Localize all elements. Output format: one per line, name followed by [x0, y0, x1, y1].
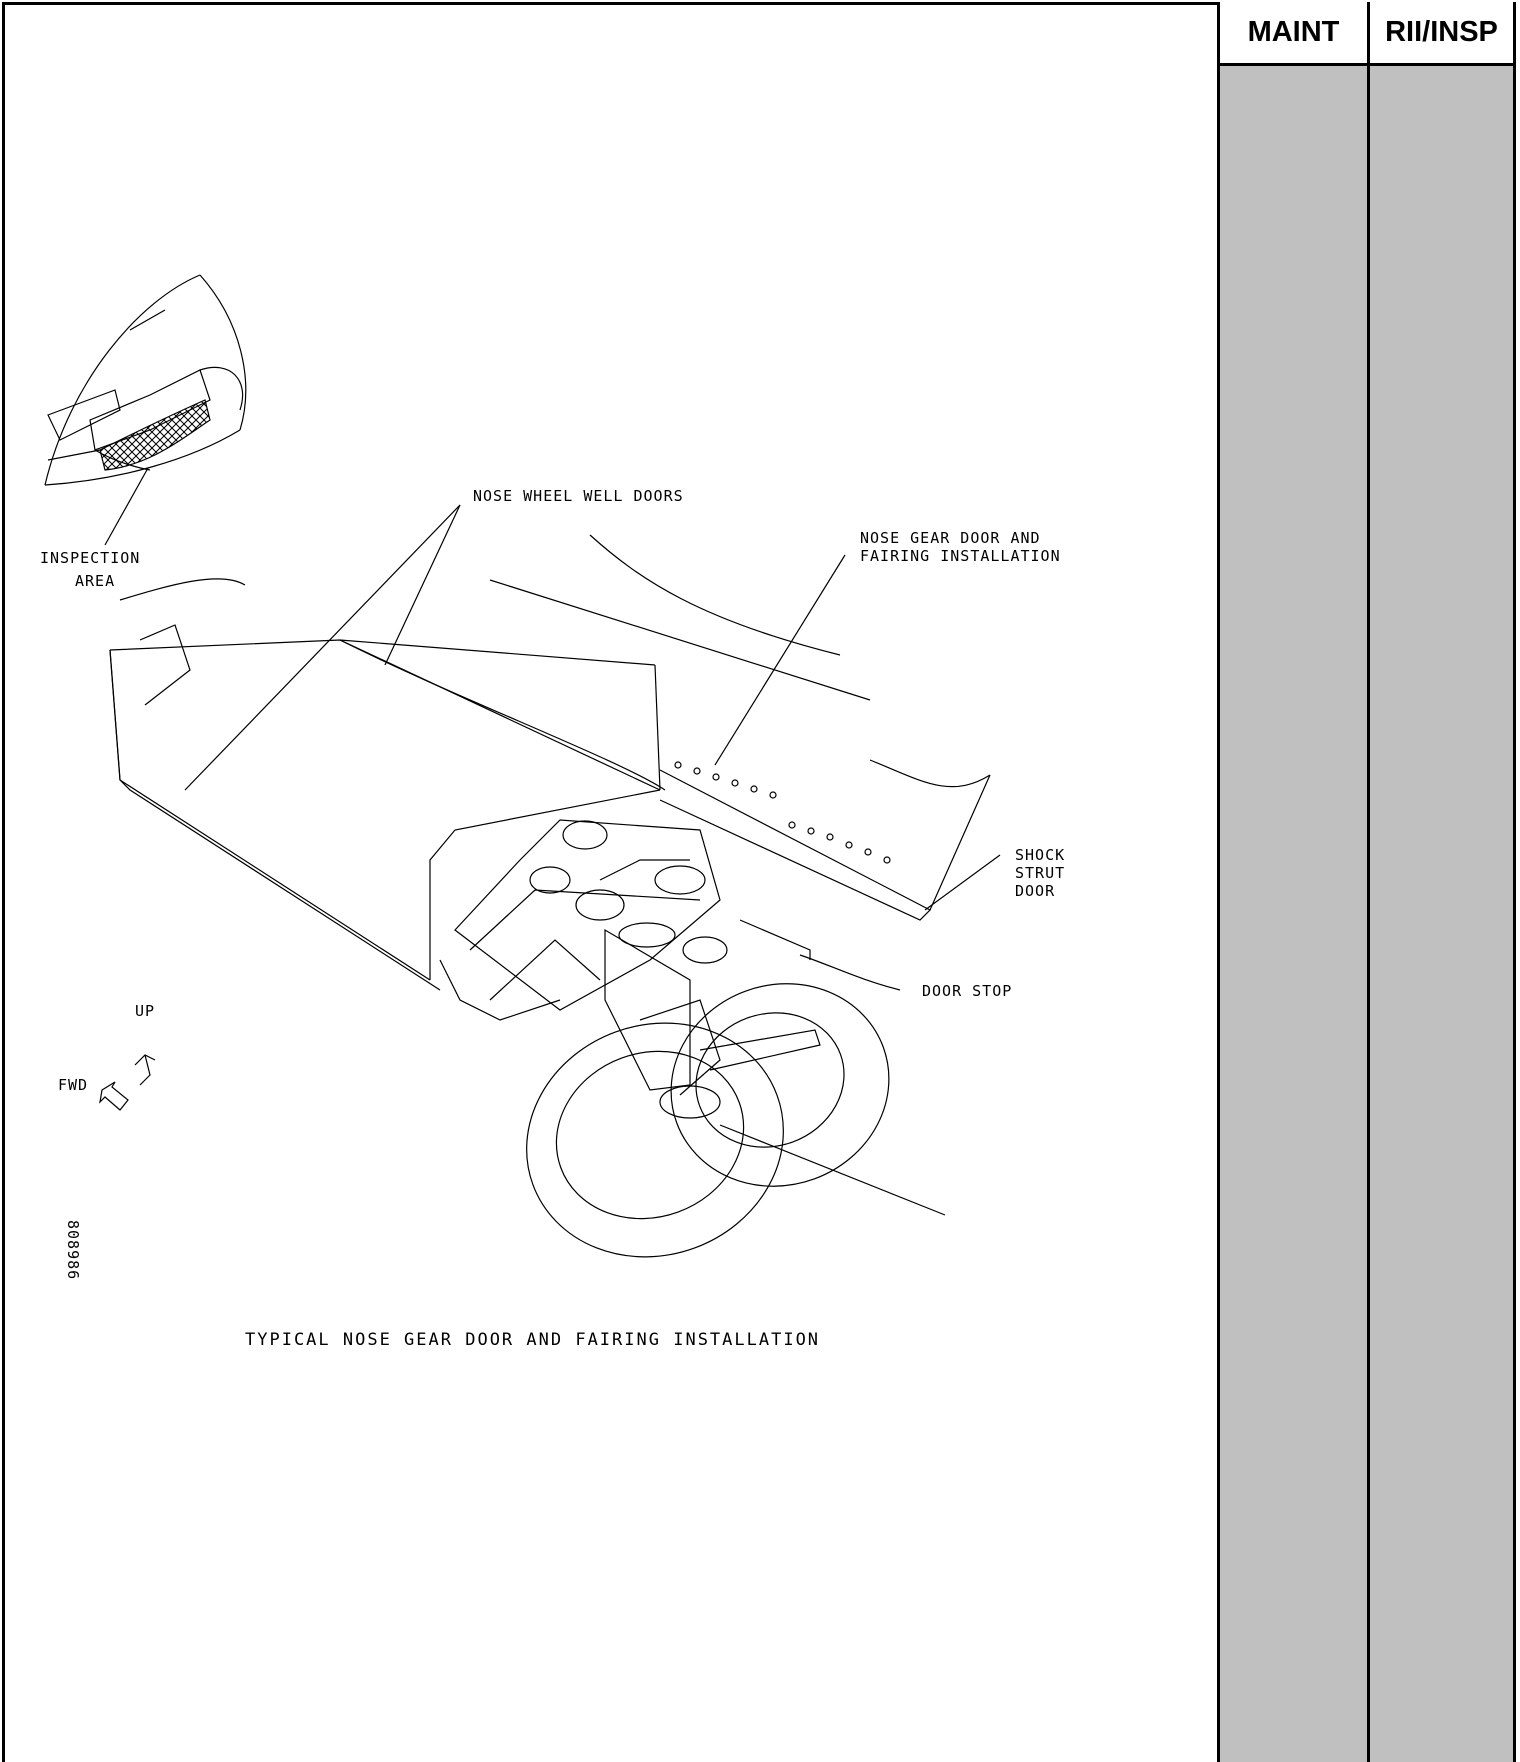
label-shock-strut-line2: STRUT	[1015, 864, 1065, 882]
inspection-area-hatch	[99, 399, 211, 471]
label-nose-gear-door-line1: NOSE GEAR DOOR AND	[860, 529, 1041, 547]
rii-insp-header: RII/INSP	[1370, 2, 1513, 66]
maint-signoff-column: MAINT	[1217, 2, 1367, 1762]
door-rivets	[674, 761, 891, 864]
label-fwd: FWD	[58, 1076, 88, 1094]
rii-insp-signoff-area[interactable]	[1370, 66, 1513, 1762]
inset-nose-view	[44, 274, 247, 486]
label-nose-gear-door-line2: FAIRING INSTALLATION	[860, 547, 1061, 565]
nose-gear-assembly	[439, 819, 946, 1258]
label-nose-wheel-well-doors: NOSE WHEEL WELL DOORS	[473, 487, 684, 505]
label-up: UP	[135, 1002, 155, 1020]
label-shock-strut-line3: DOOR	[1015, 882, 1055, 900]
direction-arrows	[99, 1054, 156, 1111]
rii-insp-signoff-column: RII/INSP	[1367, 2, 1516, 1762]
nose-fairing-outline	[109, 534, 991, 991]
label-inspection-area-line1: INSPECTION	[40, 549, 140, 567]
label-shock-strut-line1: SHOCK	[1015, 846, 1065, 864]
leader-lines	[184, 504, 1001, 991]
maint-signoff-area[interactable]	[1220, 66, 1367, 1762]
nose-gear-illustration: INSPECTION AREA NOSE WHEEL WELL DOORS NO…	[40, 274, 1065, 1280]
figure-caption: TYPICAL NOSE GEAR DOOR AND FAIRING INSTA…	[245, 1330, 821, 1350]
maint-header: MAINT	[1220, 2, 1367, 66]
figure-id-number: 808986	[64, 1220, 82, 1280]
label-inspection-area-line2: AREA	[75, 572, 115, 590]
label-door-stop: DOOR STOP	[922, 982, 1012, 1000]
